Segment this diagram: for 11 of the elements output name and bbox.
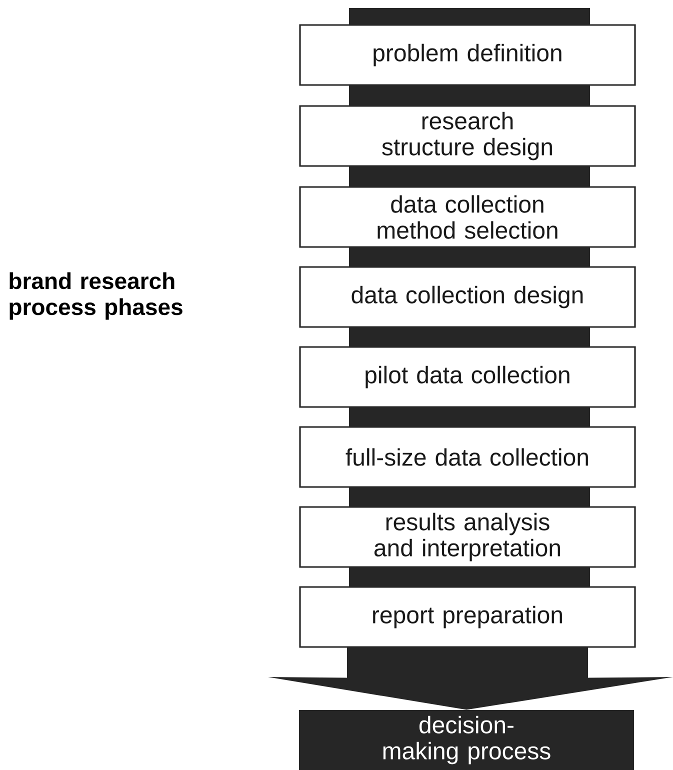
step-box: problem definition [299,24,636,86]
step-box: results analysis and interpretation [299,506,636,568]
step-box: report preparation [299,586,636,648]
step-box: full-size data collection [299,426,636,488]
result-box: decision-making process [299,710,634,770]
step-box: data collection method selection [299,186,636,248]
step-box: pilot data collection [299,346,636,408]
block-arrow [268,646,673,710]
step-box: data collection design [299,266,636,328]
side-label: brand research process phases [10,272,182,320]
step-box: research structure design [299,105,636,167]
